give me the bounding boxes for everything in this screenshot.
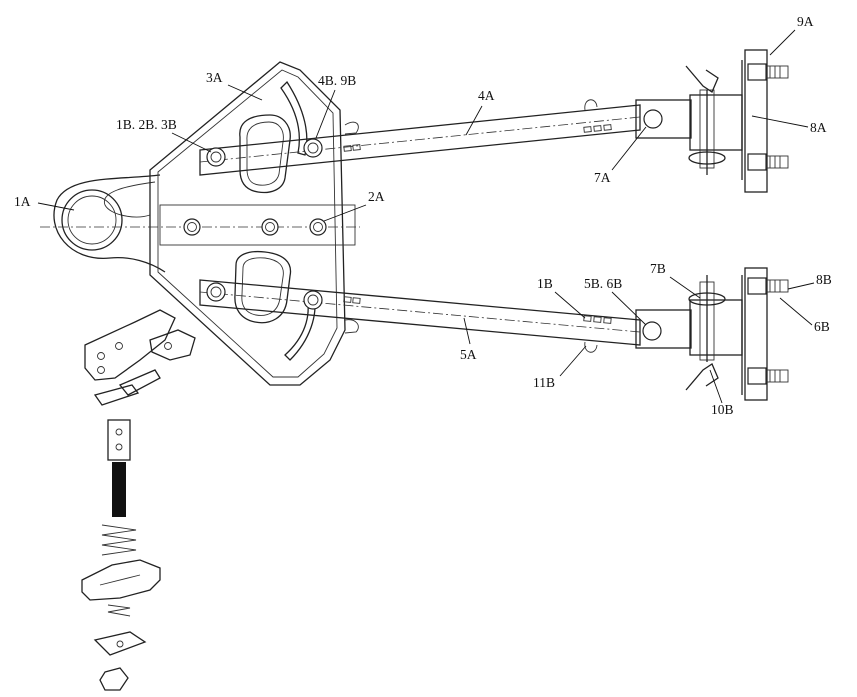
latch-assembly — [81, 309, 196, 691]
label-7B: 7B — [650, 261, 666, 276]
hitch-ring — [53, 174, 166, 273]
label-5A: 5A — [460, 347, 477, 362]
callouts: 9A 3A 4B. 9B 4A 1B. 2B. 3B 8A 7A 1A 2A 7… — [14, 14, 832, 417]
label-2A: 2A — [368, 189, 385, 204]
upper-bracket — [685, 49, 789, 193]
upper-arm — [199, 99, 692, 176]
label-11B: 11B — [533, 375, 555, 390]
label-6B: 6B — [814, 319, 830, 334]
lower-bracket — [685, 267, 789, 401]
label-8A: 8A — [810, 120, 827, 135]
label-1B-2B-3B: 1B. 2B. 3B — [116, 117, 177, 132]
label-4A: 4A — [478, 88, 495, 103]
label-8B: 8B — [816, 272, 832, 287]
main-plate — [40, 61, 360, 386]
label-7A: 7A — [594, 170, 611, 185]
lower-arm — [199, 279, 692, 353]
label-5B-6B: 5B. 6B — [584, 276, 622, 291]
label-3A: 3A — [206, 70, 223, 85]
label-1B: 1B — [537, 276, 553, 291]
label-1A: 1A — [14, 194, 31, 209]
label-4B-9B: 4B. 9B — [318, 73, 356, 88]
label-9A: 9A — [797, 14, 814, 29]
label-10B: 10B — [711, 402, 734, 417]
